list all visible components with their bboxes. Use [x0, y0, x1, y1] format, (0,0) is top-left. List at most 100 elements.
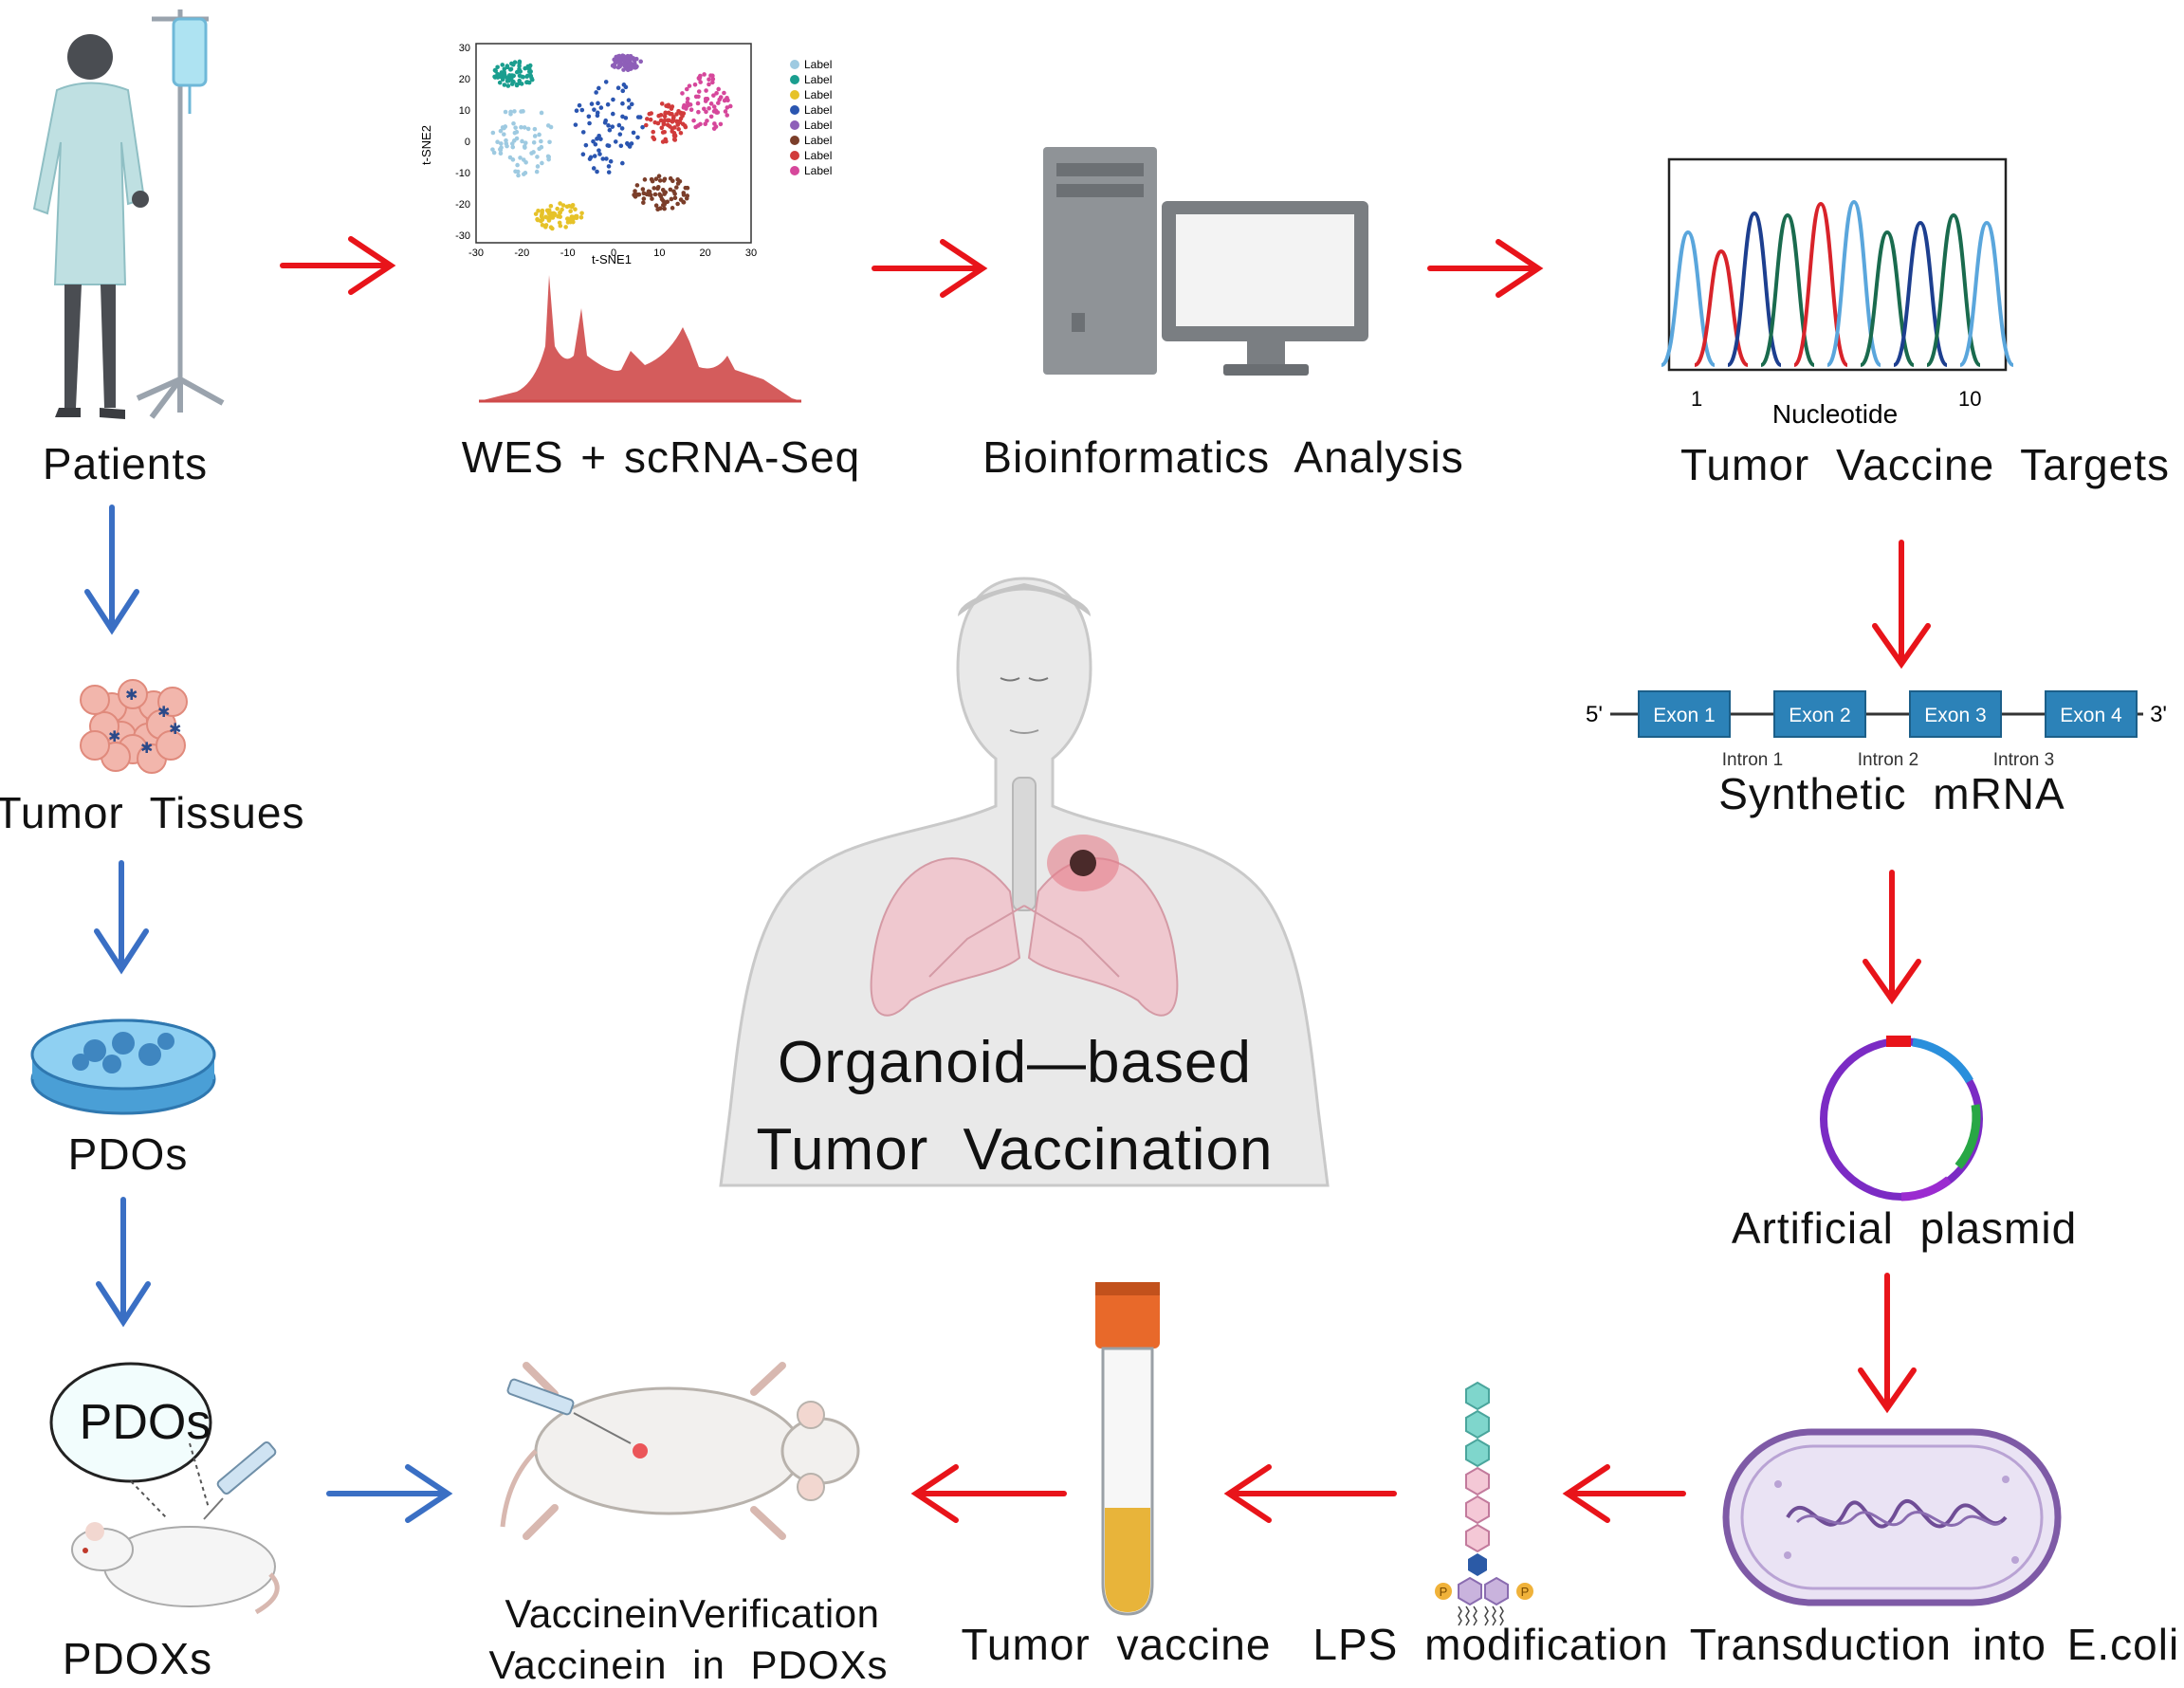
tsne-point [606, 164, 612, 169]
tsne-point [563, 225, 568, 229]
tsne-point [512, 109, 517, 114]
tsne-point [680, 91, 685, 96]
tsne-point [617, 57, 623, 63]
tsne-point [539, 218, 543, 224]
tsne-point [674, 185, 679, 190]
tsne-point [509, 73, 515, 78]
syringe-icon [506, 1378, 632, 1444]
tsne-point [663, 190, 669, 195]
tsne-ylabel: t-SNE2 [419, 125, 433, 165]
phosphate-badge: P [1521, 1585, 1530, 1599]
tsne-point [672, 138, 678, 142]
tsne-point [619, 126, 625, 131]
tsne-point [509, 82, 515, 86]
tsne-point [623, 84, 629, 90]
tsne-point [580, 152, 586, 157]
tsne-point [652, 192, 658, 197]
tumor-tissue-icon: ✱✱✱✱✱ [80, 679, 188, 774]
tsne-point [672, 195, 678, 201]
tsne-point [548, 203, 554, 209]
arrow-pdoxs-to-verification [326, 1464, 453, 1523]
tsne-point [622, 63, 627, 68]
tsne-legend-label: Label [804, 149, 832, 162]
tsne-point [676, 126, 681, 132]
tsne-point [497, 74, 503, 80]
tsne-point [536, 208, 541, 213]
chromatogram-peak [1826, 199, 1882, 367]
tsne-point [532, 126, 538, 132]
tsne-point [617, 61, 623, 66]
tsne-point [712, 121, 717, 126]
chromatogram-tick-end: 10 [1958, 387, 1981, 411]
tsne-point [662, 114, 668, 119]
tsne-point [597, 152, 602, 156]
wes-scrna-seq-label: WES + scRNA-Seq [461, 432, 861, 482]
patient-illustration [32, 9, 225, 419]
patients-label: Patients [42, 439, 209, 488]
tsne-point [620, 88, 626, 94]
tumor-cell [118, 679, 148, 709]
tsne-point [514, 69, 520, 75]
tsne-point [716, 101, 721, 105]
tsne-point [592, 154, 597, 158]
syringe-icon [203, 1441, 277, 1520]
tsne-point [629, 141, 634, 146]
arrow-pdos-to-pdoxs [96, 1197, 151, 1328]
tsne-point [555, 206, 560, 211]
tsne-point [665, 118, 670, 123]
chromatogram-tick-start: 1 [1691, 387, 1702, 411]
tsne-point [519, 82, 524, 86]
arrow-targets-to-mrna [1872, 540, 1931, 670]
tsne-point [607, 127, 613, 133]
tsne-point [506, 78, 511, 83]
tsne-point [691, 118, 696, 123]
tsne-point [492, 74, 497, 80]
tsne-point [606, 123, 611, 128]
tsne-point [591, 166, 596, 171]
tsne-point [516, 173, 521, 178]
tsne-point [655, 186, 660, 192]
transduction-label: Transduction into E.coli [1689, 1620, 2180, 1669]
exon-box [1773, 690, 1866, 738]
tsne-point [525, 126, 531, 132]
tsne-point [532, 134, 538, 138]
tsne-ytick: 0 [465, 137, 470, 148]
arrow-wes-to-bioinformatics [872, 239, 988, 298]
tsne-point [500, 63, 505, 67]
tsne-point [531, 139, 537, 145]
tsne-xtick: 20 [700, 248, 711, 259]
tsne-point [549, 211, 555, 216]
tsne-point [521, 75, 525, 80]
tsne-point [546, 218, 552, 223]
tsne-point [629, 101, 634, 107]
tsne-point [610, 124, 615, 129]
tsne-point [716, 86, 721, 92]
tsne-point [518, 156, 523, 160]
tsne-point [537, 132, 541, 138]
iv-bag-icon [172, 17, 208, 87]
tsne-legend-label: Label [804, 134, 832, 147]
tsne-point [641, 196, 647, 201]
intron-label: Intron 3 [1993, 750, 2054, 770]
plasmid-icon [1820, 1036, 1983, 1202]
tsne-point [714, 91, 719, 96]
tsne-point [512, 130, 518, 136]
tsne-point [707, 77, 711, 83]
tsne-point [676, 108, 681, 114]
tsne-xtick: -30 [468, 248, 484, 259]
tsne-point [656, 113, 661, 119]
tsne-ytick: 30 [459, 43, 470, 54]
tumor-marker-icon: ✱ [169, 722, 181, 738]
chromatogram-xlabel: Nucleotide [1772, 399, 1898, 429]
three-prime-label: 3' [2150, 702, 2167, 727]
tsne-point [674, 119, 679, 124]
tumor-marker-icon: ✱ [125, 688, 138, 704]
tsne-point [678, 197, 684, 202]
tsne-point [558, 214, 563, 219]
tsne-point [651, 129, 656, 135]
tsne-point [708, 73, 713, 78]
tsne-ytick: -20 [455, 199, 470, 211]
tsne-point [696, 94, 701, 100]
tsne-point [705, 119, 709, 123]
tsne-point [651, 135, 655, 140]
